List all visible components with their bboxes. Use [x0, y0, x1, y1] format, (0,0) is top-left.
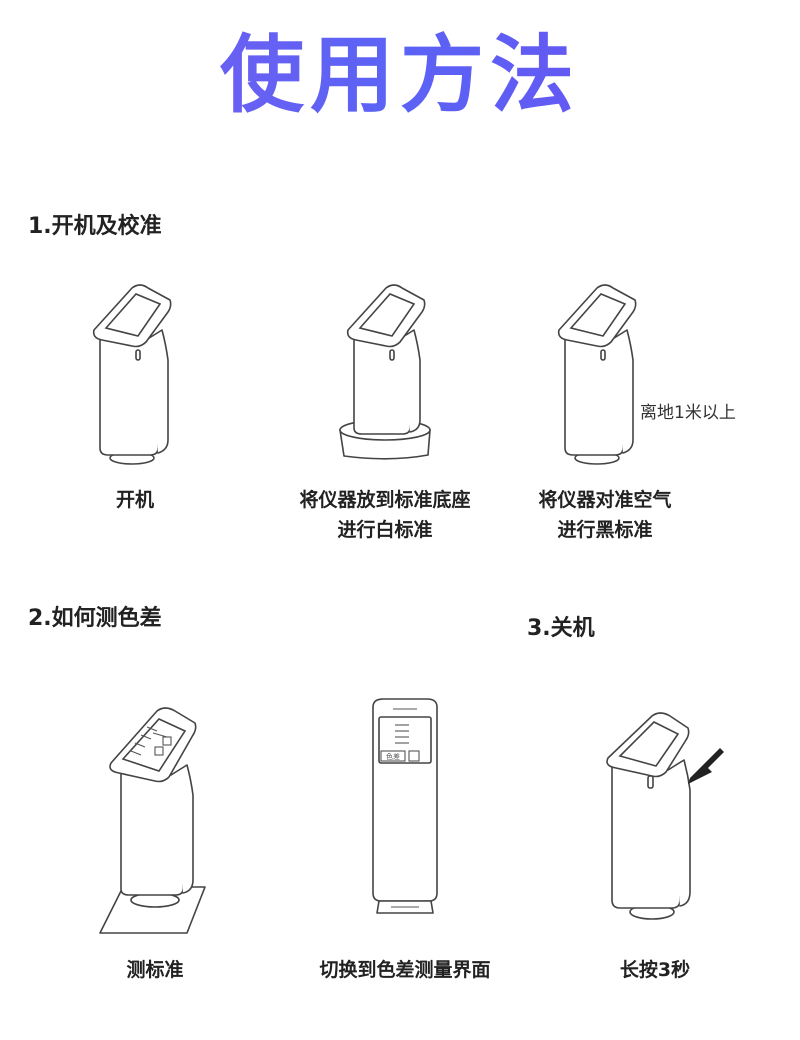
arrow-pointer-icon — [688, 748, 724, 784]
caption-long-press: 长按3秒 — [619, 959, 691, 981]
caption-black-line2: 进行黑标准 — [557, 519, 653, 541]
section-power-calibrate: 1.开机及校准 — [28, 214, 162, 239]
device-illustration-power-on — [92, 284, 172, 465]
caption-white-standard: 将仪器放到标准底座 进行白标准 — [280, 485, 490, 545]
device-illustration-measure-standard — [99, 707, 206, 934]
device-illustration-white-standard — [339, 284, 431, 460]
caption-black-standard: 将仪器对准空气 进行黑标准 — [505, 485, 705, 545]
device-illustration-black-standard — [557, 284, 637, 465]
screen-color-diff-label: 色差 — [386, 752, 400, 761]
caption-switch-screen: 切换到色差测量界面 — [319, 959, 491, 981]
caption-white-line2: 进行白标准 — [337, 519, 433, 541]
device-illustration-color-diff-screen: 色差 — [372, 698, 438, 914]
page-title: 使用方法 — [0, 8, 800, 129]
device-illustration-power-off — [606, 712, 724, 920]
caption-measure-standard: 测标准 — [126, 959, 184, 981]
caption-white-line1: 将仪器放到标准底座 — [299, 489, 471, 511]
note-height: 离地1米以上 — [640, 403, 736, 423]
section-measure: 2.如何测色差 — [28, 606, 162, 631]
caption-power-on: 开机 — [115, 489, 154, 511]
section-shutdown: 3.关机 — [527, 616, 595, 641]
caption-black-line1: 将仪器对准空气 — [538, 489, 672, 511]
